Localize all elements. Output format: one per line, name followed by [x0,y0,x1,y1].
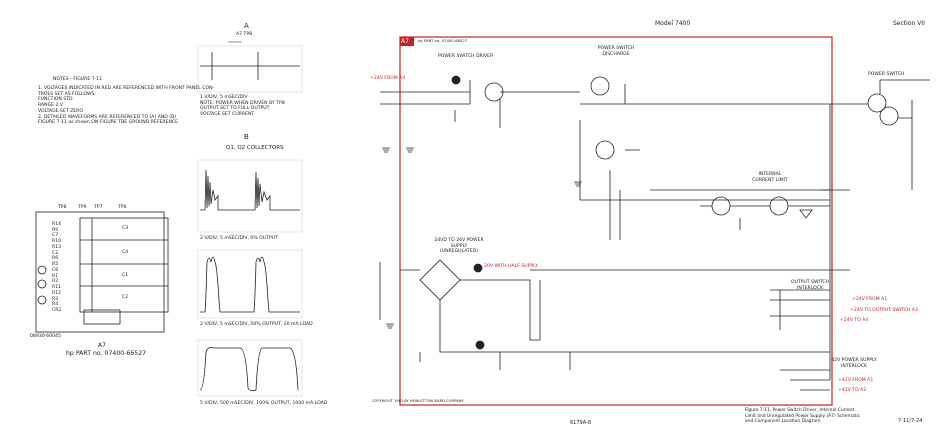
tp-label: TP6 [118,205,127,210]
schematic-part-number: hp PART no. 07400-66527 [418,38,468,43]
waveform-collectors [197,159,303,233]
section-label: POWER SWITCH DRIVER [438,54,494,59]
component-label: R3 [52,296,59,302]
component-label: C7 [52,233,59,239]
figure-caption: Figure 7-11. Power Switch Driver, Intern… [745,408,861,424]
tp-label: TP9 [78,205,87,210]
red-label: +24V TO OUTPUT SWITCH A3 [850,308,918,313]
red-label: +24V TO A4 [840,318,869,323]
page-number: 7-11/7-24 [898,418,923,424]
waveform-caption: 2 V/DIV, 5 mSEC/DIV, 50% OUTPUT, 20 mA L… [200,322,313,327]
model-header: Model 7400 [655,20,691,27]
red-label: +24V FROM A1 [852,297,888,302]
marker-b-icon: B [244,133,249,141]
note-line: 1. VOLTAGES INDICATED IN RED ARE REFEREN… [38,86,215,91]
note-line: FIGURE 7-11 as shown ON FIGURE TBE GROUN… [38,120,179,126]
component-label: R14 [52,222,62,227]
block-label: C1 [122,273,129,278]
waveform-title: Q1, Q2 COLLECTORS [226,145,284,151]
footer-code: 6179A-8 [570,420,592,426]
section-label: POWER SWITCH [868,72,905,77]
note-line: VOLTAGE SET ZERO [38,108,83,114]
notes-list: 1. VOLTAGES INDICATED IN RED ARE REFEREN… [38,86,214,126]
board-tag: A7 [401,38,409,45]
tp-label: TP8 [58,205,67,210]
red-label: 20V WITH HALF SUPPLY [484,264,538,269]
component-label: CR2 [52,308,62,314]
board-caption: A7 [98,342,106,349]
board-left-labels: R14 R9 C7 R10 R13 C2 R6 R5 C6 R1 R2 R11 … [52,222,61,314]
waveform-title: A7 TP8 [236,32,253,37]
component-label: R10 [52,239,62,245]
component-label: C2 [52,250,59,256]
section-label: INTERNAL CURRENT LIMIT [752,172,788,183]
waveform-50pct [197,249,303,319]
component-label: R13 [52,244,62,250]
waveform-caption: 2 V/DIV, 5 mSEC/DIV, 0% OUTPUT [200,236,278,241]
component-label: R5 [52,262,59,268]
section-header: Section VII [893,20,925,27]
component-label: R4 [52,302,59,308]
red-label: +24V FROM A4 [370,76,406,81]
component-label: R6 [52,256,59,262]
waveform-tp8 [197,41,303,93]
note-line: RANGE 2 V [38,103,64,109]
tp-label: TP7 [94,205,103,210]
component-label: C6 [52,267,59,273]
section-label: POWER SWITCH DISCHARGE [597,46,635,57]
section-label: OUTPUT SWITCH INTERLOCK [790,280,830,291]
waveform-100pct [197,339,303,397]
component-label: R9 [52,227,59,233]
note-line: TROLS SET AS FOLLOWS: [38,91,96,97]
section-label: 42V POWER SUPPLY INTERLOCK [831,358,877,369]
main-schematic [379,36,930,406]
note-line: 2. DETAILED WAVEFORMS ARE REFERENCED TO … [38,114,177,120]
red-label: +42V FROM A1 [838,378,874,383]
component-label: R1 [52,273,59,279]
block-label: C4 [122,250,129,255]
block-label: C3 [122,226,129,231]
waveform-caption: 5 V/DIV, 500 mSEC/DIV, 100% OUTPUT, 1000… [200,401,328,406]
notes-title: NOTES - FIGURE 7-11 [53,77,103,82]
board-code: 08930-60045 [30,334,61,339]
component-label: R12 [52,290,62,296]
red-label: +42V TO A2 [838,388,867,393]
board-part-number: hp PART no. 07400-66527 [66,350,147,357]
copyright-text: COPYRIGHT 1962 BY HEWLETT-PACKARD COMPAN… [372,399,464,403]
section-label: 24VD TO 26V POWER SUPPLY (UNREGULATED) [434,238,484,255]
component-label: R11 [52,285,62,291]
marker-a-icon: A [244,22,249,30]
waveform-caption: 1 V/DIV, 5 mSEC/DIV NOTE: POWER WHEN DRI… [200,95,285,118]
component-board [35,211,169,333]
component-label: R2 [52,279,59,285]
note-line: FUNCTION STD [38,97,73,103]
block-label: C2 [122,295,129,300]
